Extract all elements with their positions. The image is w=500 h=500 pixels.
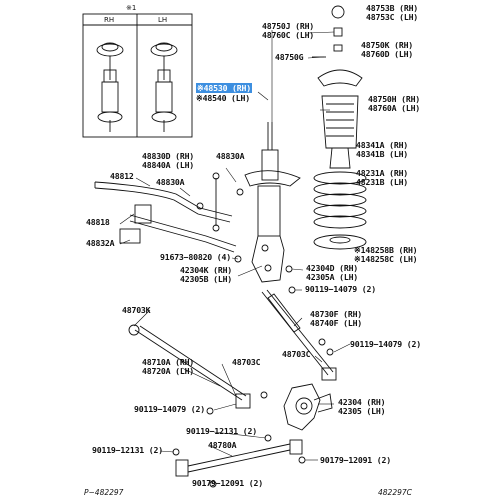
callout-42305[interactable]: 42305 (LH) (338, 406, 386, 416)
callout-48812[interactable]: 48812 (110, 171, 134, 181)
callout-48258B[interactable]: ※148258B (RH) (354, 245, 418, 255)
callout-90119-14079-b[interactable]: 90119−14079 (2) (350, 339, 421, 349)
callout-48703K[interactable]: 48703K (122, 305, 151, 315)
callout-48832A[interactable]: 48832A (86, 238, 115, 248)
callout-48840A[interactable]: 48840A (LH) (142, 160, 195, 170)
callout-48760D[interactable]: 48760D (LH) (361, 49, 414, 59)
callout-48760A[interactable]: 48760A (LH) (368, 103, 421, 113)
callout-48703C-right[interactable]: 48703C (282, 349, 311, 359)
callout-48530-text: ※48530 (RH) (196, 83, 252, 93)
callout-48740F[interactable]: 48740F (LH) (310, 318, 363, 328)
callout-48830A-mid[interactable]: 48830A (156, 177, 185, 187)
stabilizer-bar (94, 172, 244, 253)
callout-48753C[interactable]: 48753C (LH) (366, 12, 419, 22)
main-strut (244, 122, 301, 283)
callout-48730F[interactable]: 48730F (RH) (310, 309, 363, 319)
callout-48753B[interactable]: 48753B (RH) (366, 3, 419, 13)
upper-parts (312, 5, 367, 250)
callout-42305A-top[interactable]: 42305A (LH) (306, 272, 359, 282)
callout-42304D[interactable]: 42304D (RH) (306, 263, 359, 273)
callout-48760C[interactable]: 48760C (LH) (262, 30, 315, 40)
callout-42304[interactable]: 42304 (RH) (338, 397, 386, 407)
inset-lh-label: LH (158, 16, 168, 24)
callout-90179-12091-b[interactable]: 90179−12091 (2) (192, 478, 263, 488)
inset-strut-rh (96, 42, 124, 132)
callout-48540[interactable]: ※48540 (LH) (196, 93, 250, 103)
inset-strut-lh (150, 42, 178, 132)
callout-48750J[interactable]: 48750J (RH) (262, 21, 315, 31)
callout-48231B[interactable]: 48231B (LH) (356, 177, 409, 187)
callout-42305B[interactable]: 42305B (LH) (180, 274, 233, 284)
callout-48341B[interactable]: 48341B (LH) (356, 149, 409, 159)
callout-90119-12131-b[interactable]: 90119−12131 (2) (92, 445, 163, 455)
callout-90179-12091-a[interactable]: 90179−12091 (2) (320, 455, 391, 465)
inset-mark: ※1 (126, 4, 137, 12)
callout-48341A[interactable]: 48341A (RH) (356, 140, 409, 150)
callout-48818[interactable]: 48818 (86, 217, 110, 227)
callout-48750K[interactable]: 48750K (RH) (361, 40, 414, 50)
callout-91673[interactable]: 91673−80820 (4) (160, 252, 231, 262)
callout-48530[interactable]: ※48530 (RH) (196, 83, 252, 93)
callout-48830D[interactable]: 48830D (RH) (142, 151, 195, 161)
callout-48231A[interactable]: 48231A (RH) (356, 168, 409, 178)
callout-48258C[interactable]: ※148258C (LH) (354, 254, 418, 264)
callout-48710A[interactable]: 48710A (RH) (142, 357, 195, 367)
callout-42304K[interactable]: 42304K (RH) (180, 265, 233, 275)
inset-rh-label: RH (104, 16, 115, 24)
lower-arms (128, 289, 337, 477)
figure-code-left: P−482297 (84, 488, 124, 497)
callout-48703C-mid[interactable]: 48703C (232, 357, 261, 367)
callout-90119-14079-a[interactable]: 90119−14079 (2) (305, 284, 376, 294)
inset-frame (82, 13, 193, 138)
callout-90119-12131-a[interactable]: 90119−12131 (2) (186, 426, 257, 436)
callout-48720A[interactable]: 48720A (LH) (142, 366, 195, 376)
figure-code-right: 482297C (378, 488, 412, 497)
leader-lines (119, 30, 351, 485)
steering-knuckle (283, 383, 333, 431)
callout-90119-14079-c[interactable]: 90119−14079 (2) (134, 404, 205, 414)
callout-48830A-top[interactable]: 48830A (216, 151, 245, 161)
callout-48750G[interactable]: 48750G (275, 52, 304, 62)
callout-48750H[interactable]: 48750H (RH) (368, 94, 421, 104)
callout-48780A[interactable]: 48780A (208, 440, 237, 450)
